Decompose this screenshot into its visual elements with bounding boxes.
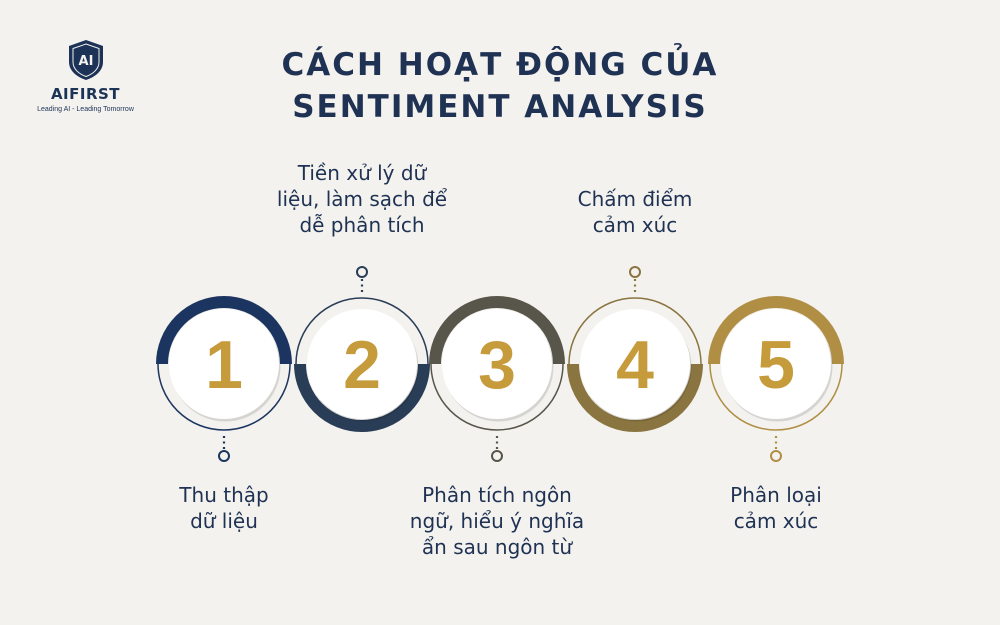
step-label-line: ẩn sau ngôn từ [421,535,573,559]
step-label-line: cảm xúc [733,509,819,533]
page-title: CÁCH HOẠT ĐỘNG CỦA SENTIMENT ANALYSIS [200,44,800,128]
step-connector-dot [218,450,230,462]
title-line-2: SENTIMENT ANALYSIS [292,89,708,125]
step-disc [580,309,690,419]
step-3: 3 [429,296,565,462]
step-disc [307,309,417,419]
step-label-line: ngữ, hiểu ý nghĩa [409,509,585,533]
step-disc [169,309,279,419]
title-line-1: CÁCH HOẠT ĐỘNG CỦA [281,47,719,83]
step-disc [442,309,552,419]
step-connector-dot [770,450,782,462]
step-label-line: Thu thập [179,483,269,507]
step-label-line: dữ liệu [190,509,258,533]
step-label-line: cảm xúc [592,213,678,237]
step-number: 1 [205,327,243,403]
step-label-line: Tiền xử lý dữ [297,161,427,185]
step-ring-arc [567,363,703,432]
logo-mark: AI [78,54,93,69]
step-connector-dot [629,266,641,278]
step-connector-dot [491,450,503,462]
step-1: 1 [156,296,292,462]
step-ring-arc [156,296,292,365]
step-2: 2 [294,266,430,432]
logo-name: AIFIRST [50,85,121,103]
step-4: 4 [567,266,703,432]
step-number: 2 [343,327,381,403]
step-5: 5 [708,296,844,462]
step-label-line: dễ phân tích [299,213,425,237]
logo-tagline: Leading AI - Leading Tomorrow [37,106,134,113]
logo: AI AIFIRST Leading AI - Leading Tomorrow [28,38,143,113]
step-ring-arc [294,363,430,432]
step-ring-arc [708,296,844,365]
step-label-line: Phân tích ngôn [422,483,572,507]
step-label-line: Chấm điểm [577,187,693,211]
step-number: 4 [616,327,654,403]
step-ring-arc [429,296,565,365]
step-connector-dot [356,266,368,278]
step-disc [721,309,831,419]
step-number: 3 [478,327,516,403]
step-label-line: Phân loại [730,483,822,507]
step-label-line: liệu, làm sạch để [276,187,448,211]
ai-shield-icon: AI [68,40,103,80]
step-number: 5 [757,327,795,403]
